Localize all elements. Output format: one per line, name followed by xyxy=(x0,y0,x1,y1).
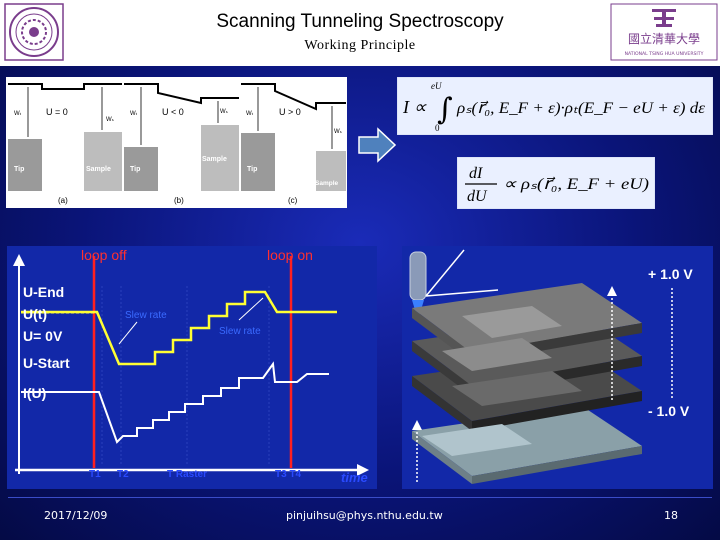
slew-rate-label-2: Slew rate xyxy=(219,326,261,337)
band-a-caption: (a) xyxy=(58,196,68,205)
u-end-label: U-End xyxy=(23,284,64,300)
band-c-wt: Wₜ xyxy=(246,111,254,117)
slew-rate-label-1: Slew rate xyxy=(125,310,167,321)
band-panel-a: Wₜ Wₛ U = 0 Tip Sample (a) xyxy=(8,83,122,205)
footer-page-number: 18 xyxy=(664,509,678,522)
tunneling-current-equation: I ∝ ∫ eU 0 ρₛ(r⃗₀, E_F + ε)·ρₜ(E_F − eU … xyxy=(397,77,713,135)
eq1-lhs: I ∝ xyxy=(402,97,427,117)
band-b-ws: Wₛ xyxy=(220,109,228,115)
eq1-lower-limit: 0 xyxy=(435,123,440,133)
band-b-sample: Sample xyxy=(202,156,227,163)
loop-off-label: loop off xyxy=(81,247,127,263)
eq2-body: ∝ ρₛ(r⃗₀, E_F + eU) xyxy=(503,176,649,193)
stack-top-voltage: + 1.0 V xyxy=(648,266,693,282)
band-diagram-figure: Wₜ Wₛ U = 0 Tip Sample (a) Wₜ Wₛ U < 0 T… xyxy=(6,77,347,208)
eq2-denominator: dU xyxy=(467,188,488,205)
slide-subtitle: Working Principle xyxy=(304,38,416,53)
footer-divider xyxy=(8,497,712,498)
t1-label: T1 xyxy=(89,469,101,480)
footer-date: 2017/12/09 xyxy=(44,509,108,522)
footer-email: pinjuihsu@phys.nthu.edu.tw xyxy=(286,509,443,522)
eq1-integrand: ρₛ(r⃗₀, E_F + ε)·ρₜ(E_F − eU + ε) dε xyxy=(456,100,706,117)
band-b-wt: Wₜ xyxy=(130,111,138,117)
u-start-label: U-Start xyxy=(23,355,70,371)
t3-t4-label: T3 T4 xyxy=(275,469,302,480)
right-arrow-icon xyxy=(358,127,396,163)
eq2-numerator: dI xyxy=(469,165,483,182)
band-b-bias: U < 0 xyxy=(162,107,184,117)
slide-header: Scanning Tunneling Spectroscopy Working … xyxy=(0,0,720,66)
differential-conductance-equation: dI dU ∝ ρₛ(r⃗₀, E_F + eU) xyxy=(457,157,655,209)
time-axis-label: time xyxy=(341,470,368,485)
university-seal-logo xyxy=(4,3,64,61)
band-c-ws: Wₛ xyxy=(334,129,342,135)
t-raster-label: T Raster xyxy=(167,469,207,480)
nthu-logo-english: NATIONAL TSING HUA UNIVERSITY xyxy=(625,51,704,57)
loop-on-label: loop on xyxy=(267,247,313,263)
slide-title: Scanning Tunneling Spectroscopy xyxy=(216,11,504,32)
band-c-tip: Tip xyxy=(247,166,257,173)
spectroscopic-map-stack: + 1.0 V - 1.0 V xyxy=(402,246,713,489)
stack-bottom-voltage: - 1.0 V xyxy=(648,403,690,419)
u-zero-label: U= 0V xyxy=(23,328,63,344)
bias-sweep-timing-diagram: loop off loop on U-End U(t) U= 0V U-Star… xyxy=(7,246,377,489)
band-c-caption: (c) xyxy=(288,196,298,205)
u-t-label: U(t) xyxy=(23,306,47,322)
band-a-tip: Tip xyxy=(14,166,24,173)
t2-label: T2 xyxy=(117,469,129,480)
band-c-sample: Sample xyxy=(315,180,339,187)
band-b-tip: Tip xyxy=(130,166,140,173)
band-a-bias: U = 0 xyxy=(46,107,68,117)
i-u-label: I(U) xyxy=(23,385,46,401)
band-a-sample: Sample xyxy=(86,166,111,173)
band-b-caption: (b) xyxy=(174,196,184,205)
eq1-upper-limit: eU xyxy=(431,81,442,91)
band-panel-c: Wₜ Wₛ U > 0 Tip Sample (c) xyxy=(241,83,346,205)
nthu-logo-chinese: 國立清華大學 xyxy=(628,31,700,46)
band-c-bias: U > 0 xyxy=(279,107,301,117)
nthu-logo: 國立清華大學 NATIONAL TSING HUA UNIVERSITY xyxy=(610,3,718,61)
svg-text:∫: ∫ xyxy=(437,92,453,127)
band-a-ws: Wₛ xyxy=(106,117,114,123)
band-a-wt: Wₜ xyxy=(14,111,22,117)
band-panel-b: Wₜ Wₛ U < 0 Tip Sample (b) xyxy=(124,83,239,205)
